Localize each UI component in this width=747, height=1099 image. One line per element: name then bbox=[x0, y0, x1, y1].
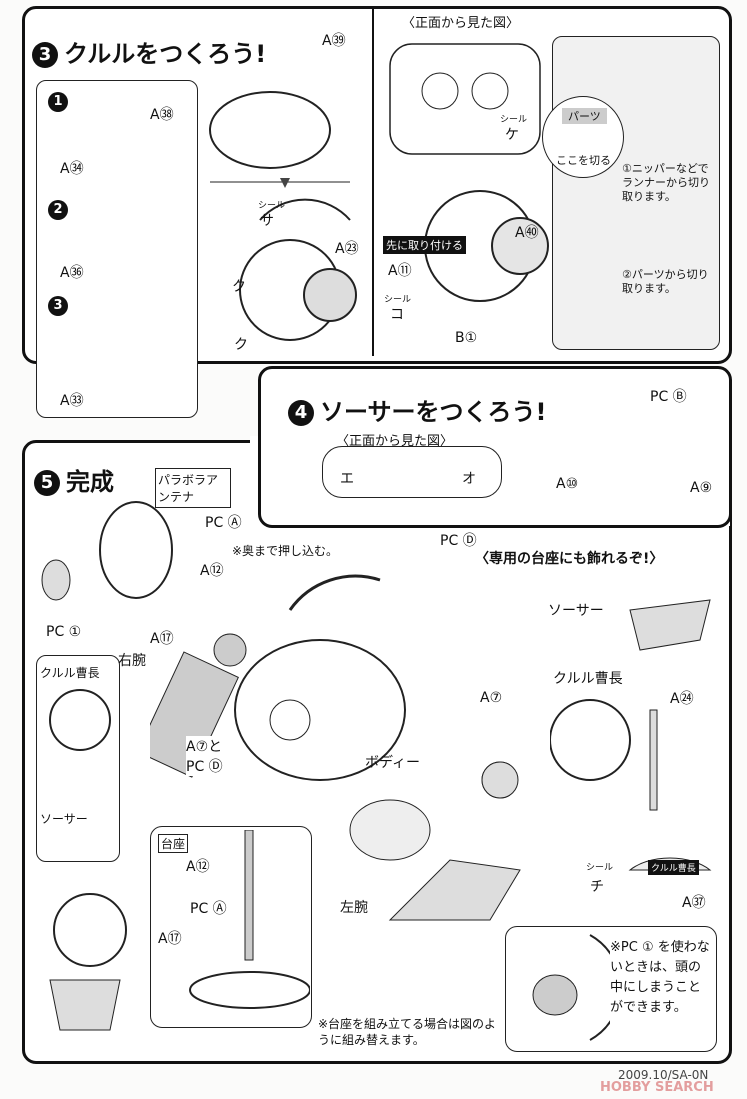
section-title-text: クルルをつくろう! bbox=[64, 40, 267, 68]
substep-1: 1 bbox=[48, 92, 68, 112]
part-label: A㉔ bbox=[670, 691, 694, 707]
part-label: A⑫ bbox=[200, 563, 224, 579]
part-label: A⑫ bbox=[186, 859, 210, 875]
antenna-label: パラボラアンテナ bbox=[155, 468, 231, 508]
seal-label: シール bbox=[500, 115, 528, 125]
seal-label: シール bbox=[384, 295, 412, 305]
storage-note: ※PC ① を使わないときは、頭の中にしまうことができます。 bbox=[610, 940, 710, 1015]
step-number: 3 bbox=[32, 42, 58, 68]
head-storage-illustration bbox=[532, 934, 610, 1041]
left-arm-illustration bbox=[349, 761, 521, 921]
stand-label: 台座 bbox=[158, 834, 189, 853]
seal-id: エ bbox=[340, 471, 354, 487]
step-number: 4 bbox=[288, 400, 314, 426]
seal-id: オ bbox=[462, 471, 476, 487]
part-label: A⑦ bbox=[480, 690, 503, 706]
cut-here-label: ここを切る bbox=[556, 154, 611, 167]
cut-step-2: ②パーツから切り取ります。 bbox=[622, 268, 709, 295]
seal-id: ク bbox=[232, 279, 246, 295]
part-label: A㊲ bbox=[682, 895, 706, 911]
cutting-instructions-box bbox=[552, 36, 720, 350]
section-title-text: ソーサーをつくろう! bbox=[320, 398, 547, 426]
section-title-text: 完成 bbox=[66, 468, 114, 496]
right-arm-label: 右腕 bbox=[118, 653, 146, 669]
step-number: 5 bbox=[34, 470, 60, 496]
part-label: PC Ⓑ bbox=[650, 389, 687, 405]
substep-3: 3 bbox=[48, 296, 68, 316]
parts-label: パーツ bbox=[562, 108, 607, 124]
footer-code: 2009.10/SA-0N bbox=[618, 1068, 709, 1082]
part-label: A㉞ bbox=[60, 161, 84, 177]
head-front-illustration bbox=[389, 43, 549, 302]
part-label: PC Ⓐ bbox=[205, 515, 242, 531]
body-label: ボディー bbox=[365, 755, 421, 771]
divider bbox=[372, 8, 374, 356]
display-stand-title: 〈専用の台座にも飾れるぞ!〉 bbox=[475, 551, 664, 567]
part-label: A㊳ bbox=[150, 107, 174, 123]
kururu-label: クルル曹長 bbox=[553, 671, 623, 687]
kururu-head-illustration bbox=[209, 91, 357, 341]
seal-id: ケ bbox=[505, 127, 519, 143]
push-note: ※奥まで押し込む。 bbox=[232, 544, 339, 558]
part-label: A⑩ bbox=[556, 476, 579, 492]
display-stand-illustration bbox=[550, 599, 712, 871]
substeps-box bbox=[36, 80, 198, 418]
seal-id: ク bbox=[234, 337, 248, 353]
part-label: A㉝ bbox=[60, 393, 84, 409]
front-view-label: 〈正面から見た図〉 bbox=[336, 434, 454, 449]
name-plate: クルル曹長 bbox=[648, 860, 699, 875]
part-label: B① bbox=[455, 330, 478, 346]
left-arm-label: 左腕 bbox=[340, 900, 368, 916]
saucer-label: ソーサー bbox=[40, 812, 88, 826]
part-label: A㊱ bbox=[60, 265, 84, 281]
parabola-antenna-illustration bbox=[41, 501, 173, 601]
stand-illustration bbox=[189, 830, 310, 1009]
seal-id: チ bbox=[590, 879, 604, 895]
substep-2: 2 bbox=[48, 200, 68, 220]
part-label: PC ① bbox=[46, 624, 82, 640]
kururu-label: クルル曹長 bbox=[40, 666, 100, 680]
watermark: HOBBY SEARCH bbox=[600, 1080, 714, 1095]
seal-id: サ bbox=[260, 213, 274, 229]
part-label: PC Ⓐ bbox=[190, 901, 227, 917]
seal-id: コ bbox=[390, 307, 404, 323]
part-label: A㉓ bbox=[335, 241, 359, 257]
saucer-label: ソーサー bbox=[548, 603, 604, 619]
part-label: PC Ⓓ bbox=[440, 533, 477, 549]
seal-label: シール bbox=[258, 201, 286, 211]
attach-first-badge: 先に取り付ける bbox=[383, 236, 466, 254]
saucer-front-view bbox=[322, 446, 502, 498]
cut-step-1: ①ニッパーなどでランナーから切り取ります。 bbox=[622, 162, 710, 203]
part-label: A㊴ bbox=[322, 33, 346, 49]
stand-note: ※台座を組み立てる場合は図のように組み替えます。 bbox=[318, 1017, 497, 1047]
part-label: A㊵ bbox=[515, 225, 539, 241]
part-label: A⑰ bbox=[158, 931, 182, 947]
kururu-illustration bbox=[49, 689, 127, 1031]
part-label: A⑨ bbox=[690, 480, 713, 496]
part-label: A⑪ bbox=[388, 263, 412, 279]
front-view-label: 〈正面から見た図〉 bbox=[402, 16, 520, 31]
part-label: A⑦とPC Ⓓ bbox=[186, 736, 226, 776]
part-label: A⑰ bbox=[150, 631, 174, 647]
seal-label: シール bbox=[586, 863, 614, 873]
